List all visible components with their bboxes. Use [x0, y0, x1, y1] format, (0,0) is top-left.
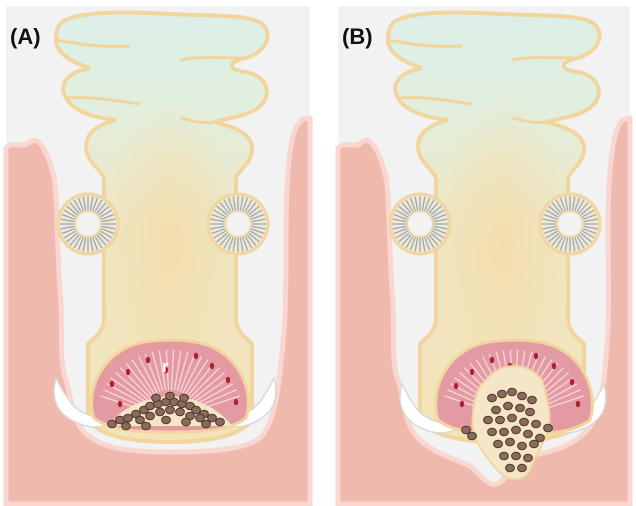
panel-a-receptacle-mark: r — [162, 357, 169, 376]
granule — [156, 408, 165, 416]
receptacle-dot — [110, 381, 114, 387]
granule — [526, 408, 535, 416]
granule — [162, 416, 171, 424]
receptacle-dot — [460, 401, 464, 407]
panel-a-left-gland — [58, 194, 118, 254]
granule — [122, 422, 131, 430]
granule — [536, 434, 545, 442]
receptacle-dot — [146, 357, 150, 363]
granule — [182, 418, 191, 426]
granule — [528, 396, 537, 404]
granule — [544, 424, 553, 432]
granule — [202, 420, 211, 428]
receptacle-dot — [552, 363, 556, 369]
granule — [492, 406, 501, 414]
receptacle-dot — [576, 401, 580, 407]
granule — [512, 452, 521, 460]
granule — [176, 408, 185, 416]
receptacle-dot — [226, 377, 230, 383]
granule — [518, 442, 527, 450]
receptacle-dot — [126, 369, 130, 375]
granule — [484, 416, 493, 424]
receptacle-dot — [490, 357, 494, 363]
receptacle-dot — [210, 363, 214, 369]
granule — [500, 428, 509, 436]
receptacle-dot — [454, 383, 458, 389]
granule — [488, 394, 497, 402]
granule — [520, 418, 529, 426]
granule — [524, 454, 533, 462]
granule — [512, 426, 521, 434]
granule — [524, 430, 533, 438]
granule — [504, 402, 513, 410]
granule — [216, 418, 225, 426]
granule — [508, 388, 517, 396]
panel-b-label: (B) — [342, 24, 373, 49]
granule — [518, 392, 527, 400]
granule — [180, 394, 189, 402]
receptacle-dot — [118, 401, 122, 407]
panel-a-label: (A) — [10, 24, 41, 49]
granule — [468, 432, 477, 440]
granule — [166, 392, 175, 400]
panel-a: r (A) — [6, 6, 310, 504]
granule — [506, 464, 515, 472]
receptacle-dot — [470, 369, 474, 375]
granule — [166, 406, 175, 414]
panel-b-left-gland — [390, 194, 450, 254]
granule — [508, 414, 517, 422]
panel-b-right-gland — [540, 194, 600, 254]
granule — [496, 416, 505, 424]
granule — [488, 428, 497, 436]
granule — [500, 452, 509, 460]
granule — [516, 404, 525, 412]
granule — [146, 412, 155, 420]
granule — [152, 394, 161, 402]
panel-a-right-gland — [208, 194, 268, 254]
granule — [518, 464, 527, 472]
receptacle-dot — [194, 353, 198, 359]
granule — [506, 438, 515, 446]
granule — [498, 390, 507, 398]
granule — [532, 420, 541, 428]
granule — [146, 402, 155, 410]
receptacle-dot — [534, 353, 538, 359]
receptacle-dot — [570, 379, 574, 385]
granule — [142, 422, 151, 430]
granule — [124, 414, 133, 422]
granule — [494, 440, 503, 448]
panel-b: (B) — [338, 6, 630, 504]
granule — [108, 420, 117, 428]
receptacle-dot — [234, 399, 238, 405]
